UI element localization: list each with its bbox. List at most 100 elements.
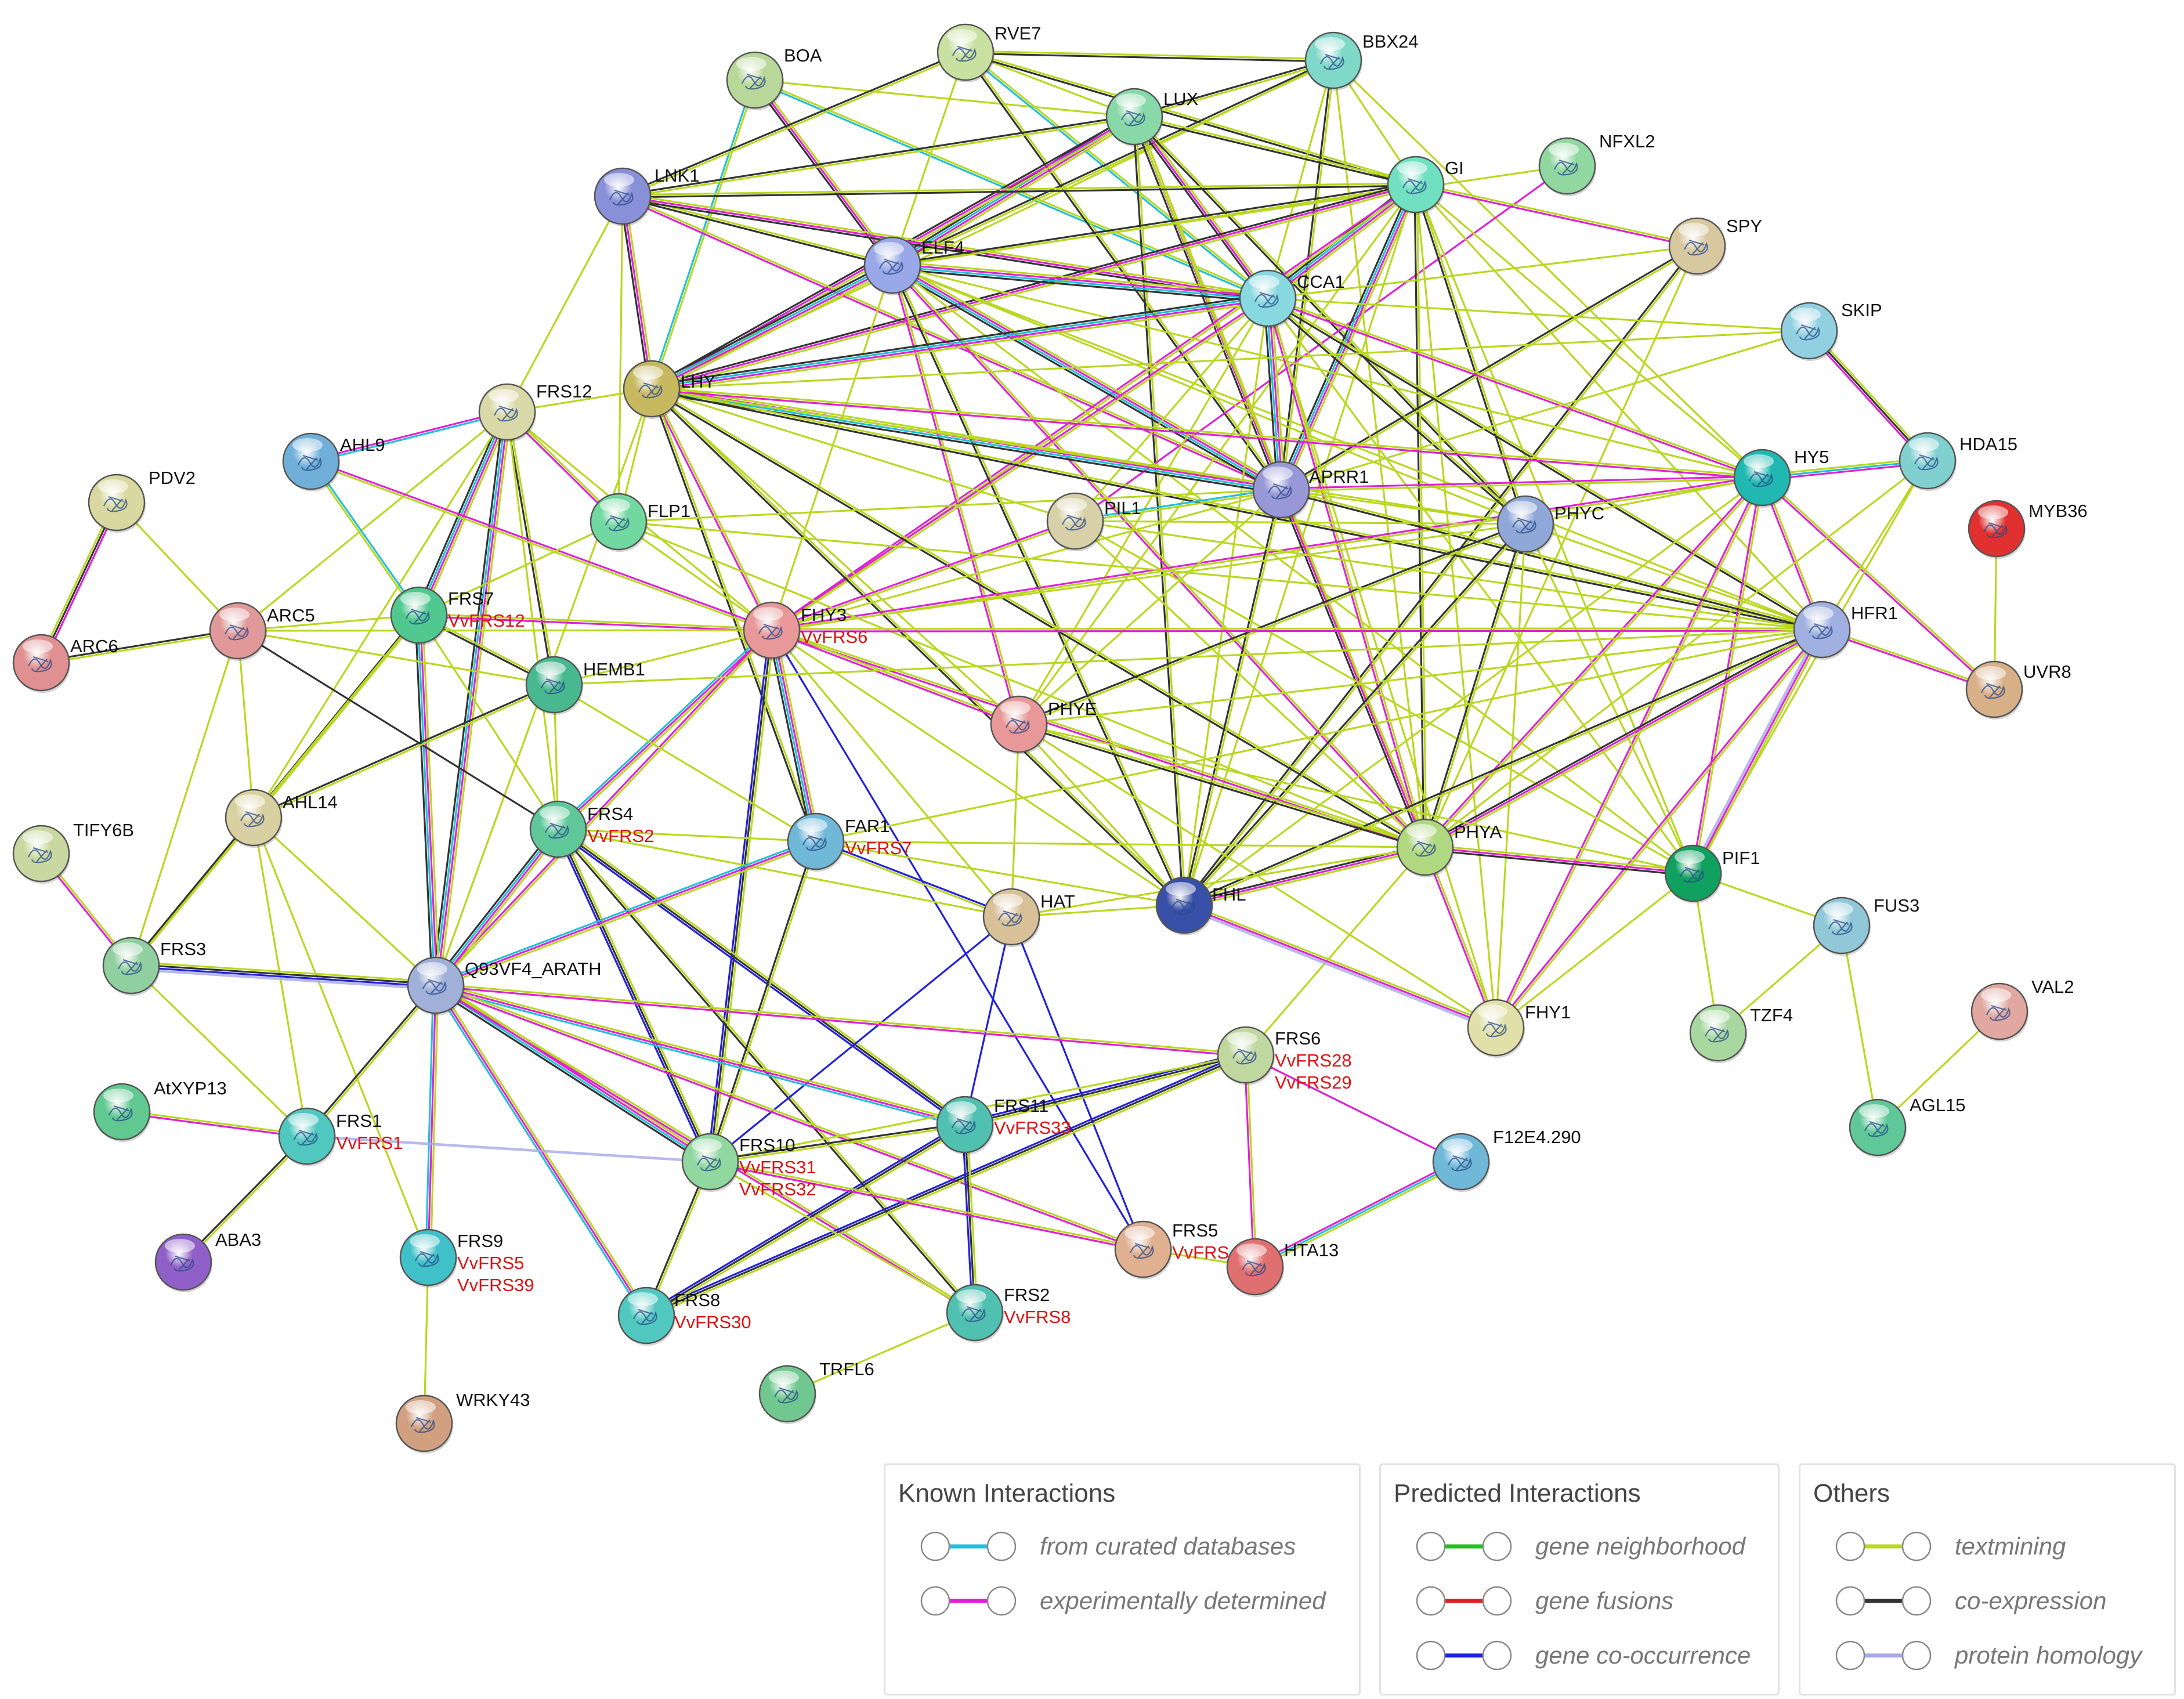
node-fus3[interactable]: FUS3 xyxy=(1813,895,1919,956)
node-highlight xyxy=(1124,1226,1155,1240)
node-boa[interactable]: BOA xyxy=(726,45,822,110)
edge-line-experimental xyxy=(710,1162,1143,1252)
node-highlight xyxy=(1057,498,1087,512)
node-aba3[interactable]: ABA3 xyxy=(154,1230,261,1292)
edge-line-textmining xyxy=(815,840,1426,848)
node-fhl[interactable]: FHL xyxy=(1155,876,1246,935)
edge-line-homology xyxy=(1690,627,1821,873)
edge-line-coexpression xyxy=(1183,522,1525,905)
node-phyc[interactable]: PHYC xyxy=(1496,495,1604,554)
node-hat[interactable]: HAT xyxy=(982,888,1075,947)
node-label: FRS6 xyxy=(1275,1028,1321,1049)
node-rve7[interactable]: RVE7 xyxy=(936,23,1041,82)
node-nfxl2[interactable]: NFXL2 xyxy=(1538,131,1655,196)
protein-structure-icon xyxy=(1914,454,1939,471)
node-phya[interactable]: PHYA xyxy=(1396,818,1502,877)
edge-BBX24-CCA1 xyxy=(1267,60,1335,299)
node-tify6b[interactable]: TIFY6B xyxy=(12,820,134,884)
node-hda15[interactable]: HDA15 xyxy=(1899,432,2017,491)
edge-line-cooccurrence xyxy=(707,630,771,1162)
node-frs12[interactable]: FRS12 xyxy=(478,381,592,442)
node-hemb1[interactable]: HEMB1 xyxy=(525,656,645,715)
node-lnk1[interactable]: LNK1 xyxy=(594,165,700,226)
node-tzf4[interactable]: TZF4 xyxy=(1689,1004,1793,1063)
edge-RVE7-BBX24 xyxy=(965,50,1334,63)
protein-structure-icon xyxy=(1553,159,1578,176)
node-pif1[interactable]: PIF1 xyxy=(1664,844,1760,903)
legend-label-fusion: gene fusions xyxy=(1535,1587,1674,1614)
node-flp1[interactable]: FLP1 xyxy=(590,493,690,552)
node-arc6[interactable]: ARC6 xyxy=(12,634,118,693)
node-q93vf4_arath[interactable]: Q93VF4_ARATH xyxy=(407,956,601,1015)
node-phye[interactable]: PHYE xyxy=(990,695,1097,754)
node-wrky43[interactable]: WRKY43 xyxy=(395,1390,530,1454)
edge-line-textmining xyxy=(559,826,967,1123)
edge-line-experimental xyxy=(1253,1158,1460,1266)
node-spy[interactable]: SPY xyxy=(1668,216,1762,276)
node-myb36[interactable]: MYB36 xyxy=(1968,500,2088,559)
node-lux[interactable]: LUX xyxy=(1105,88,1199,147)
node-trfl6[interactable]: TRFL6 xyxy=(758,1359,874,1424)
edge-FRS12-HEMB1 xyxy=(505,411,556,685)
edge-line-experimental xyxy=(621,196,653,389)
edge-line-coexpression xyxy=(505,412,554,685)
edge-line-textmining xyxy=(1184,630,1823,908)
node-highlight xyxy=(1166,882,1196,896)
node-hy5[interactable]: HY5 xyxy=(1733,447,1829,508)
edge-line-experimental xyxy=(651,183,1416,390)
node-atxyp13[interactable]: AtXYP13 xyxy=(93,1078,227,1142)
node-val2[interactable]: VAL2 xyxy=(1970,977,2074,1042)
edge-line-textmining xyxy=(1496,630,1824,1029)
node-label: F12E4.290 xyxy=(1493,1127,1581,1147)
edge-HFR1-FAR1 xyxy=(815,628,1823,843)
edge-line-coexpression xyxy=(129,816,254,966)
node-agl15[interactable]: AGL15 xyxy=(1849,1095,1966,1158)
node-label: FAR1 xyxy=(845,816,890,836)
node-gi[interactable]: GI xyxy=(1387,156,1464,215)
node-pil1[interactable]: PIL1 xyxy=(1046,492,1141,551)
node-hta13[interactable]: HTA13 xyxy=(1226,1238,1339,1297)
node-cca1[interactable]: CCA1 xyxy=(1239,269,1345,328)
node-skip[interactable]: SKIP xyxy=(1780,300,1882,361)
node-uvr8[interactable]: UVR8 xyxy=(1965,660,2071,720)
node-bbx24[interactable]: BBX24 xyxy=(1304,31,1419,91)
edge-FRS2-TRFL6 xyxy=(787,1311,975,1395)
node-lhy[interactable]: LHY xyxy=(623,360,715,419)
edge-line-experimental xyxy=(1415,185,1697,248)
edge-line-coexpression xyxy=(1263,298,1279,490)
node-elf4[interactable]: ELF4 xyxy=(863,236,964,295)
node-label: FHY1 xyxy=(1525,1002,1571,1022)
node-ahl9[interactable]: AHL9 xyxy=(282,432,385,491)
edge-GI-PIF1 xyxy=(1415,184,1694,874)
edge-BBX24-APRR1 xyxy=(1279,60,1336,490)
node-arc5[interactable]: ARC5 xyxy=(209,602,315,661)
node-ahl14[interactable]: AHL14 xyxy=(225,789,338,848)
edge-APRR1-FHY3 xyxy=(771,489,1282,631)
node-fhy1[interactable]: FHY1 xyxy=(1467,999,1571,1058)
edge-line-curated xyxy=(556,627,771,829)
node-highlight xyxy=(628,1292,658,1306)
edge-line-experimental xyxy=(1691,477,1762,873)
node-hfr1[interactable]: HFR1 xyxy=(1793,601,1898,660)
edge-Q93VF4_ARATH-FRS6 xyxy=(435,983,1246,1057)
node-frs3[interactable]: FRS3 xyxy=(102,937,206,996)
protein-structure-icon xyxy=(1828,919,1853,935)
edge-PHYC-FHY1 xyxy=(1495,523,1527,1028)
node-aprr1[interactable]: APRR1 xyxy=(1252,461,1369,520)
node-pdv2[interactable]: PDV2 xyxy=(88,468,196,533)
node-f12e4.290[interactable]: F12E4.290 xyxy=(1432,1127,1581,1192)
edge-line-experimental xyxy=(427,985,437,1258)
edge-GI-ELF4 xyxy=(892,182,1416,267)
